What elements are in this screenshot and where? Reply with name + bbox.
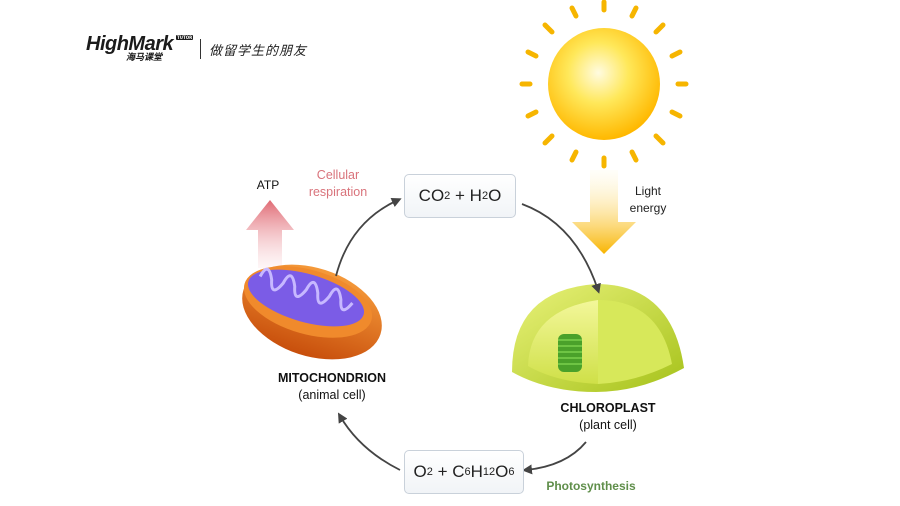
formula-top-a: CO [418,186,445,205]
cellular-respiration-line-1: Cellular [316,168,360,182]
logo-brand: HighMark TUTOR 海马课堂 [86,34,198,64]
chloroplast-subtitle: (plant cell) [579,418,637,432]
photosynthesis-label: Photosynthesis [546,479,636,493]
atp-arrow [246,200,294,268]
cycle-arrow-bottom-right [522,441,587,475]
chloroplast-label: CHLOROPLAST (plant cell) [548,400,668,434]
chloroplast-title: CHLOROPLAST [560,401,656,415]
formula-bottom-plus: + [432,462,453,481]
cellular-respiration-line-2: respiration [308,185,368,199]
logo-divider [200,39,201,59]
light-energy-arrow [572,170,636,254]
grana-stack-icon [558,334,582,372]
atp-label: ATP [256,178,280,192]
sun-icon [519,0,689,169]
cycle-arrow-bottom-left [337,412,401,471]
formula-top-plus: + [450,186,470,205]
formula-bottom-a: O [413,462,427,481]
light-energy-line-2: energy [629,201,667,215]
logo-brand-tag: TUTOR [176,35,194,40]
cycle-arrow-top-right [521,203,601,294]
formula-top-b-tail: O [488,186,502,205]
mitochondrion-subtitle: (animal cell) [298,388,366,402]
light-energy-line-1: Light [634,184,662,198]
formula-top-b: H [469,186,482,205]
formula-bottom-b: C [452,462,465,481]
mitochondrion-icon [242,264,382,360]
mitochondrion-title: MITOCHONDRION [277,371,387,385]
mitochondrion-label: MITOCHONDRION (animal cell) [262,370,402,404]
formula-bottom-c: H [470,462,483,481]
chloroplast-icon [512,284,684,392]
logo: HighMark TUTOR 海马课堂 做留学生的朋友 [86,34,307,64]
logo-brand-sub: 海马课堂 [126,53,163,63]
cellular-respiration-label: Cellular respiration [296,167,380,201]
light-energy-label: Light energy [620,183,676,217]
formula-bottom-d: O [495,462,509,481]
logo-brand-main: HighMark [86,33,174,55]
logo-slogan: 做留学生的朋友 [209,43,308,59]
cycle-arrow-top-left [335,197,402,277]
